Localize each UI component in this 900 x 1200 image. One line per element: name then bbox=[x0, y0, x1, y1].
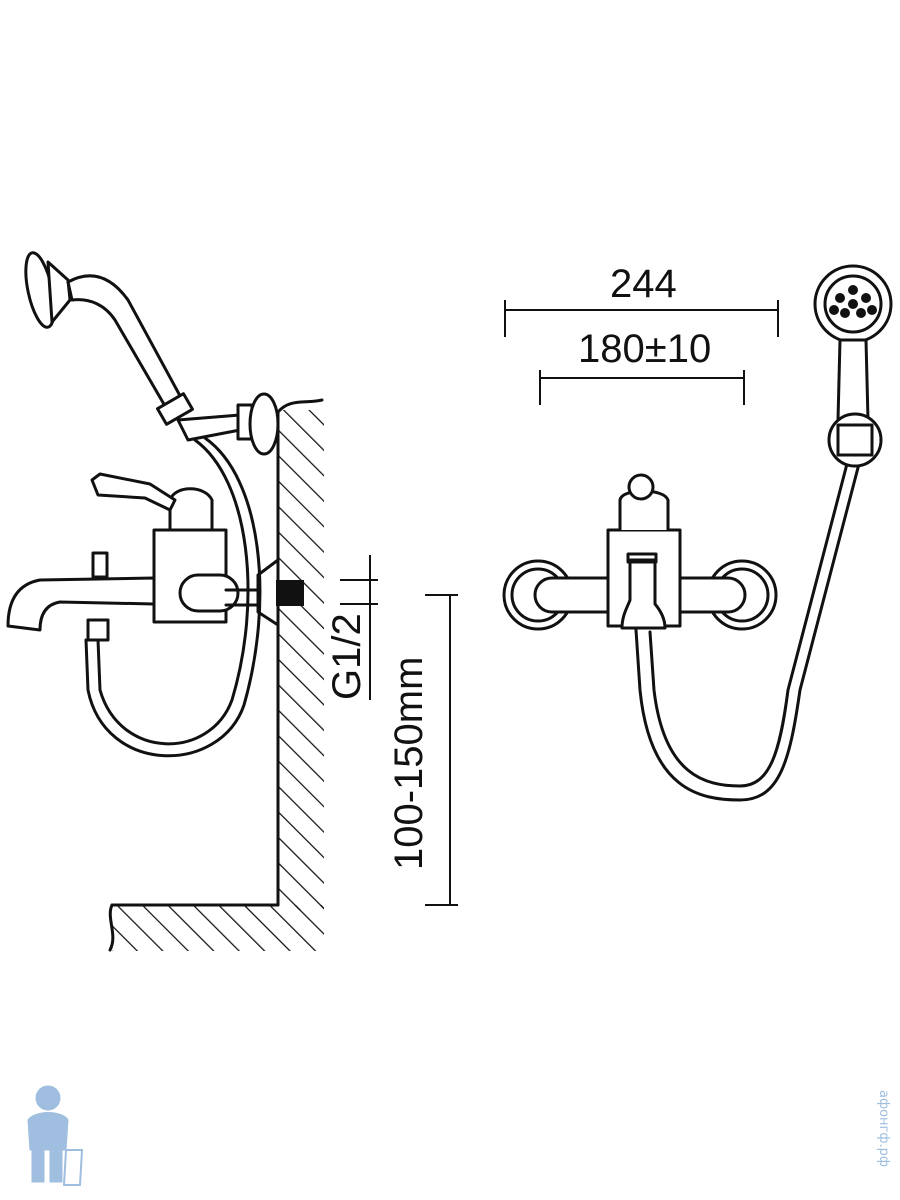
dim-inlet-thread: G1/2 bbox=[325, 613, 369, 700]
wall-hatching bbox=[276, 398, 324, 910]
mixer-body bbox=[6, 472, 260, 642]
centre-distance-dimension: 180±10 bbox=[539, 327, 745, 405]
watermark-text: афонгф.рф bbox=[876, 1090, 891, 1167]
overall-width-dimension: 244 bbox=[504, 262, 779, 337]
dim-overall-width: 244 bbox=[610, 262, 677, 306]
inlet-pipe bbox=[276, 580, 304, 606]
front-shower-holder bbox=[827, 412, 883, 468]
front-hand-shower bbox=[813, 264, 893, 422]
front-mixer-body bbox=[606, 473, 682, 630]
front-shower-hose bbox=[634, 458, 862, 802]
g12-dimension: G1/2 bbox=[325, 555, 378, 700]
dim-height: 100-150mm bbox=[387, 657, 431, 870]
front-view: 244 180±10 bbox=[502, 262, 893, 802]
floor-hatching bbox=[108, 903, 324, 952]
shower-holder bbox=[176, 392, 280, 456]
nozzle-holes bbox=[829, 285, 877, 318]
height-dimension: 100-150mm bbox=[387, 594, 458, 906]
side-view: G1/2 100-150mm bbox=[6, 251, 458, 952]
dim-centre-distance: 180±10 bbox=[578, 327, 711, 371]
shower-hose bbox=[96, 438, 250, 746]
plumber-mascot-icon bbox=[27, 1085, 84, 1186]
hand-shower bbox=[24, 251, 194, 426]
watermark-logo: афонгф.рф bbox=[27, 1085, 891, 1186]
